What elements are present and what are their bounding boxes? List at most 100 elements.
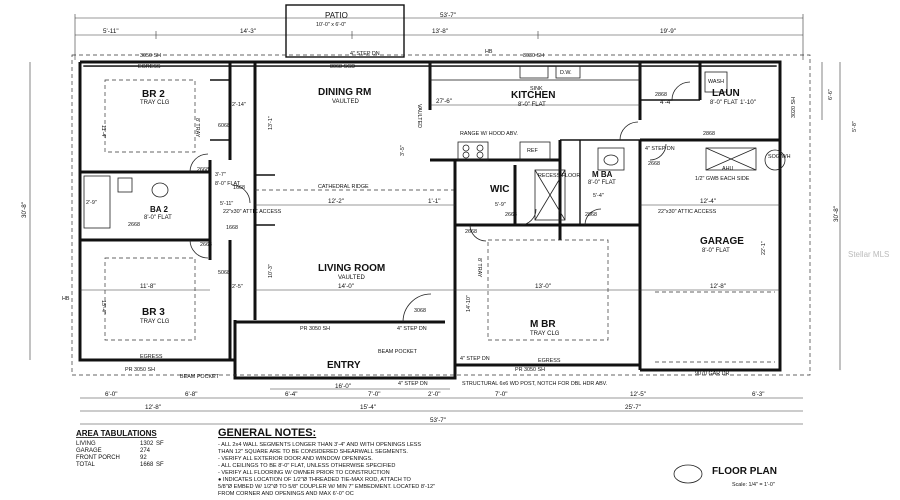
hall-flat: 8'-0" FLAT [215, 181, 241, 187]
watermark: Stellar MLS [848, 250, 889, 259]
notes-lines: - ALL 2x4 WALL SEGMENTS LONGER THAN 3'-4… [218, 442, 435, 497]
br3-window: PR 3050 SH [125, 367, 155, 373]
laundry-name: LAUN [712, 88, 740, 99]
bot-a8: 6'-3" [752, 391, 765, 398]
door-1668-a: 1668 [233, 185, 245, 191]
top-dim-seg2: 14'-3" [240, 28, 256, 35]
side-dimensions: 30'-8" 30'-8" 6'-6" 5'-8" [21, 62, 858, 370]
dim-15-4: 15'-4" [100, 300, 106, 314]
general-note-line: - ALL 2x4 WALL SEGMENTS LONGER THAN 3'-4… [218, 442, 421, 448]
annotations: 3050 SH EGRESS 4" STEP DN 8068 SGD HB 30… [62, 49, 791, 387]
sog-wh: SOG WH [768, 154, 791, 160]
br3-name: BR 3 [142, 307, 165, 318]
tub-icon [83, 175, 111, 229]
bot-b1: 12'-8" [145, 404, 161, 411]
plan-title: FLOOR PLAN [712, 466, 777, 477]
gwb-label: 1/2" GWB EACH SIDE [695, 176, 750, 182]
entry-name: ENTRY [327, 360, 361, 371]
mbr-window: PR 3050 SH [515, 367, 545, 373]
general-note-line: 5/8"Ø EMBED W/ 1/2"Ø TO 5/8" COUPLER W/ … [218, 484, 435, 490]
dim-12-8: 12'-8" [710, 283, 726, 290]
door-2668-ba2: 2668 [200, 242, 212, 248]
door-6068: 6068 [218, 123, 230, 129]
dim-11-8: 11'-8" [140, 283, 156, 290]
right-dim-5-8: 5'-8" [852, 121, 858, 132]
north-circle-icon [673, 464, 703, 484]
area-row-unit: SF [156, 462, 164, 468]
title-block: FLOOR PLAN Scale: 1/4" = 1'-0" Stellar M… [673, 250, 889, 488]
patio: PATIO 10'-0" x 6'-0" [285, 4, 405, 58]
dim-10-3: 10'-3" [268, 264, 274, 278]
door-3068: 3068 [414, 308, 426, 314]
bot-a7: 12'-5" [630, 391, 646, 398]
area-row-label: TOTAL [76, 462, 95, 468]
hb-left: HB [62, 296, 70, 302]
dim-4-4: 4'-4" [660, 99, 673, 106]
wic-name: WIC [490, 184, 509, 195]
sgd-label: 8068 SGD [330, 64, 355, 70]
area-row-value: 274 [140, 448, 151, 454]
overall-top-dim: 53'-7" [440, 12, 456, 19]
left-dim: 30'-8" [21, 202, 28, 218]
dim-22-1: 22'-1" [761, 241, 767, 255]
dw-label: D.W. [560, 70, 572, 76]
ahu-icon [705, 147, 757, 171]
right-dim-6-6: 6'-6" [828, 89, 834, 100]
general-notes: GENERAL NOTES: - ALL 2x4 WALL SEGMENTS L… [218, 427, 435, 497]
garage-door: 9070 GAR DR [695, 371, 730, 377]
general-note-line: THAN 12" SQUARE ARE TO BE CONSIDERED SHE… [218, 449, 408, 455]
top-dim-seg1: 5'-11" [103, 28, 119, 35]
mbr-egress: EGRESS [538, 358, 561, 364]
doors [189, 81, 691, 323]
living-room-name: LIVING ROOM [318, 263, 385, 274]
dim-1-10: 1'-10" [740, 99, 756, 106]
top-dim-seg3: 13'-8" [432, 28, 448, 35]
patio-step: 4" STEP DN [350, 51, 380, 57]
general-note-line: - VERIFY ALL FLOORING W/ OWNER PRIOR TO … [218, 470, 390, 476]
kitchen-name: KITCHEN [511, 90, 555, 101]
recess-floor: RECESS FLOOR [538, 173, 580, 179]
interior-walls [80, 62, 780, 370]
bot-b3: 25'-7" [625, 404, 641, 411]
br2-window: 3050 SH [140, 53, 161, 59]
tray-side-br2: 8' TRAY [194, 118, 200, 138]
door-2668-hall: 2668 [128, 222, 140, 228]
range-icon [457, 141, 489, 161]
area-row-label: FRONT PORCH [76, 455, 120, 461]
dim-5-11: 5'-11" [220, 201, 233, 207]
sink-icon [519, 65, 549, 79]
br3-egress: EGRESS [140, 354, 163, 360]
ba2-name: BA 2 [150, 205, 168, 214]
door-2668-garage: 2668 [648, 161, 660, 167]
door-2868-mba: 2868 [585, 212, 597, 218]
water-heater-icon [764, 149, 786, 171]
top-dimensions: 53'-7" 5'-11" 14'-3" 13'-8" 19'-9" [74, 12, 804, 60]
kitchen-window: 3030 SH [523, 53, 544, 59]
dim-5-4: 5'-4" [593, 193, 604, 199]
patio-name: PATIO [325, 11, 348, 20]
br3-sub: TRAY CLG [140, 319, 170, 325]
general-note-line: - VERIFY ALL EXTERIOR DOOR AND WINDOW OP… [218, 456, 373, 462]
sink-label: SINK [530, 86, 543, 92]
dim-13-1: 13'-1" [268, 116, 274, 130]
dim-14-0: 14'-0" [338, 283, 354, 290]
patio-size: 10'-0" x 6'-0" [316, 22, 346, 28]
br2-sub: TRAY CLG [140, 100, 170, 106]
area-row-unit: SF [156, 441, 164, 447]
dim-5-9: 5'-9" [495, 202, 506, 208]
step-dn-kitchen: 4" STEP DN [645, 146, 675, 152]
dim-3-7: 3'-7" [215, 172, 226, 178]
vaulted-side: VAULTED [416, 104, 422, 128]
mba-sub: 8'-0" FLAT [588, 180, 616, 186]
plan-scale: Scale: 1/4" = 1'-0" [732, 482, 775, 488]
structural-post: STRUCTURAL 6x6 WD POST, NOTCH FOR DBL HD… [462, 381, 607, 387]
dim-27-6: 27'-6" [436, 98, 452, 105]
garage-sub: 8'-0" FLAT [702, 248, 730, 254]
tray-side-mbr: 8' TRAY [476, 258, 482, 278]
notes-heading: GENERAL NOTES: [218, 427, 316, 439]
dim-2-9: 2'-9" [86, 200, 97, 206]
ref-label: REF [527, 148, 538, 154]
bottom-dimensions: 16'-0" 6'-0" 6'-8" 6'-4" 7'-0" 2'-0" 7'-… [80, 383, 803, 425]
door-2668-br2: 2668 [197, 167, 209, 173]
